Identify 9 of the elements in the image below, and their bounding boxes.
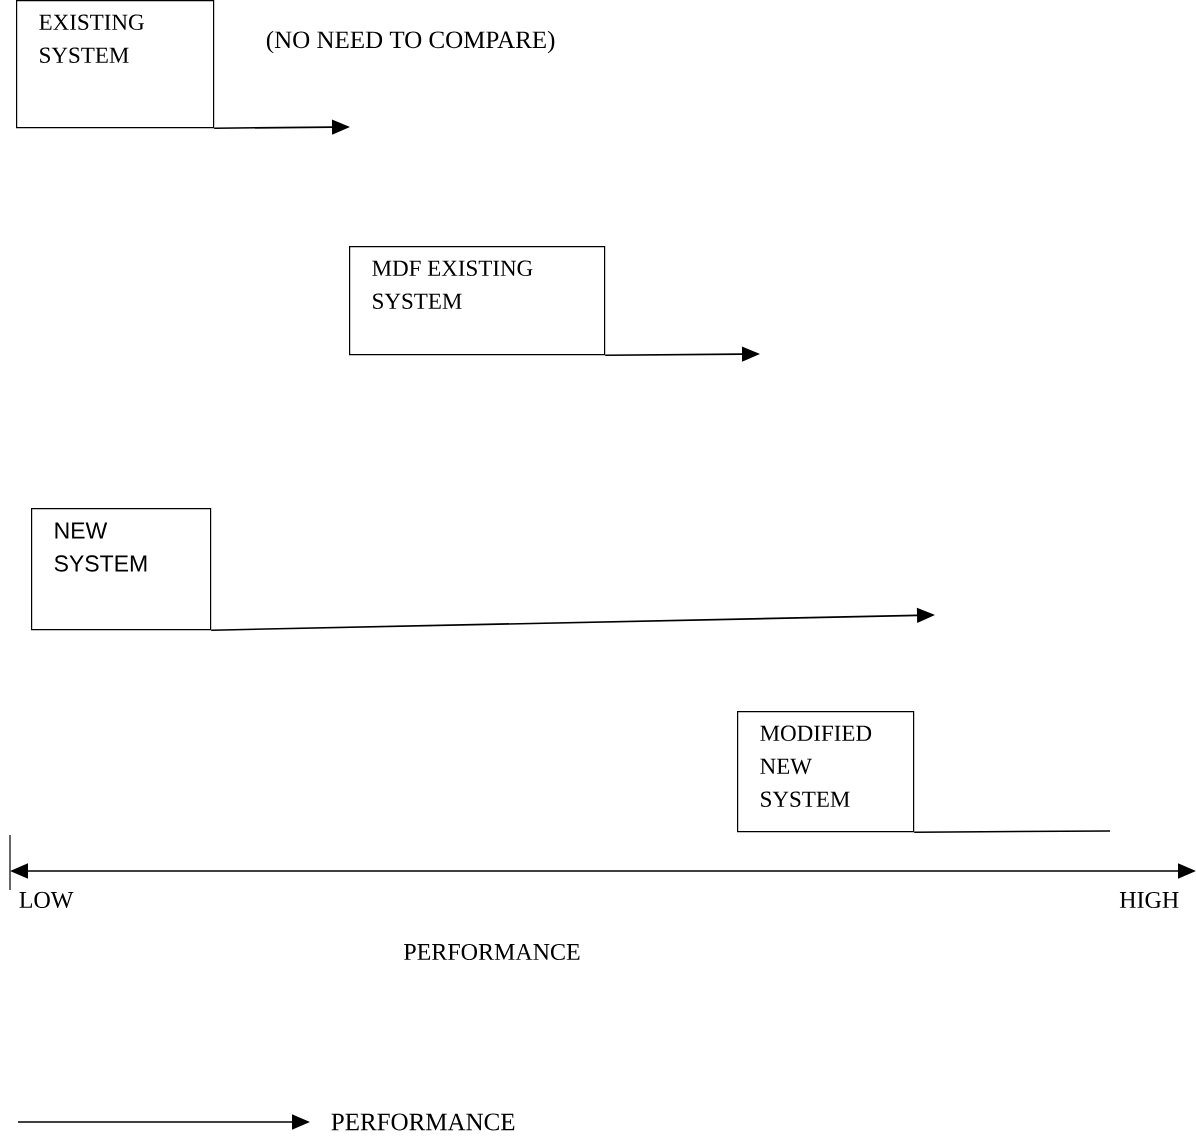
axis-label: HIGH — [1119, 891, 1179, 909]
system-box: MDF EXISTING SYSTEM — [349, 246, 606, 356]
axis-label: PERFORMANCE — [404, 943, 580, 961]
system-box: NEW SYSTEM — [31, 508, 212, 631]
legend-label: PERFORMANCE — [331, 1113, 515, 1131]
axis-label: LOW — [19, 891, 74, 909]
note: (NO NEED TO COMPARE) — [266, 30, 555, 54]
system-box: MODIFIED NEW SYSTEM — [737, 711, 915, 833]
system-box: EXISTING SYSTEM — [16, 0, 215, 129]
